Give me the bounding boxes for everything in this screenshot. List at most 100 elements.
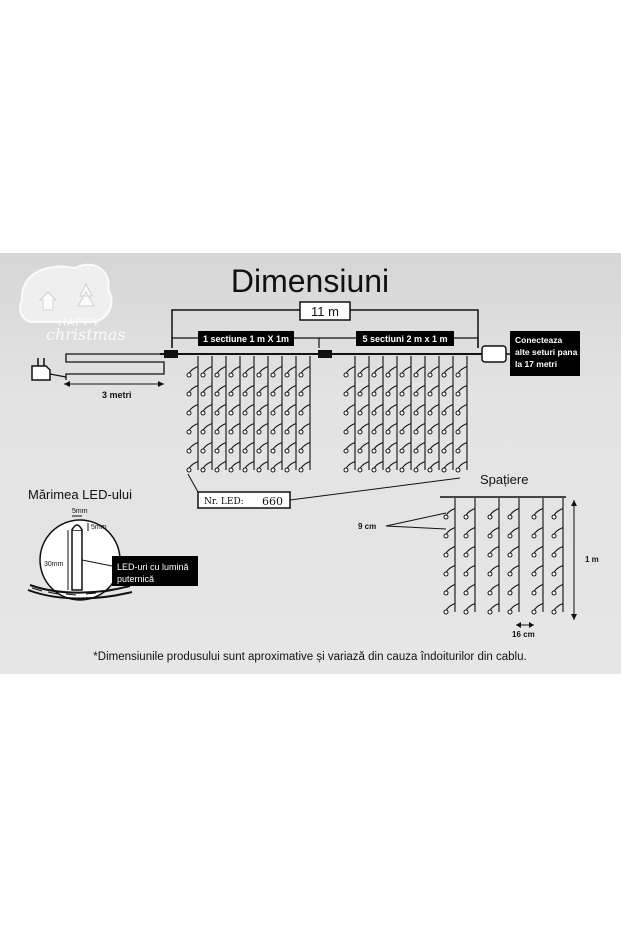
spacing-strand-3	[489, 498, 500, 613]
strand-right-bulb	[441, 467, 447, 473]
spacing-strand-bulb	[507, 609, 513, 615]
power-cable	[31, 353, 165, 381]
strand-left-bulb	[228, 372, 234, 378]
strand-right-bulb	[427, 410, 433, 416]
cable-connector-left	[164, 350, 178, 358]
cable-length-arrow	[64, 381, 164, 387]
connect-note-box	[510, 331, 580, 376]
strand-left-bulb	[242, 467, 248, 473]
spacing-strand-bulb	[551, 552, 557, 558]
led-size-illustration	[27, 515, 133, 601]
spacing-strand-gap: 16 cm	[512, 630, 535, 639]
strand-right-bulb	[343, 391, 349, 397]
strand-left-bulb	[228, 467, 234, 473]
spacing-strand-bulb	[487, 552, 493, 558]
strand-left-bulb	[270, 448, 276, 454]
strand-right-bulb	[413, 429, 419, 435]
strand-left-8	[286, 356, 297, 471]
spacing-strand-bulb	[487, 590, 493, 596]
spacing-strand-4	[509, 498, 520, 613]
section-right-label: 5 sectiuni 2 m x 1 m	[362, 334, 447, 344]
strand-right-7	[429, 356, 440, 471]
section-right-box	[356, 331, 454, 346]
strand-left-bulb	[284, 429, 290, 435]
spacing-strand-1	[445, 498, 456, 613]
strand-right-4	[387, 356, 398, 471]
spacing-strand-bulb	[531, 571, 537, 577]
strand-left-bulb	[186, 448, 192, 454]
strand-right-bulb	[427, 467, 433, 473]
strand-right-bulb	[427, 429, 433, 435]
strand-left-2	[202, 356, 213, 471]
strand-right-bulb	[399, 372, 405, 378]
spacing-strand-bulb	[551, 533, 557, 539]
strand-left-1	[188, 356, 199, 471]
strand-left-4	[230, 356, 241, 471]
strand-right-bulb	[441, 448, 447, 454]
spacing-strand-bulb	[463, 590, 469, 596]
strand-right-bulb	[371, 467, 377, 473]
strand-right-bulb	[455, 372, 461, 378]
strand-right-bulb	[357, 448, 363, 454]
strand-left-bulb	[186, 372, 192, 378]
spacing-strand-bulb	[507, 533, 513, 539]
strand-right-bulb	[427, 372, 433, 378]
strand-left-bulb	[298, 467, 304, 473]
strand-right-bulb	[399, 410, 405, 416]
strand-gap-arrow	[516, 622, 534, 628]
strand-right-bulb	[455, 391, 461, 397]
strand-left-bulb	[228, 429, 234, 435]
strand-left-bulb	[214, 467, 220, 473]
strand-left-bulb	[270, 429, 276, 435]
spacing-drop-gap: 9 cm	[358, 522, 376, 531]
strand-right-bulb	[399, 429, 405, 435]
strand-right-bulb	[399, 391, 405, 397]
spacing-strand-bulb	[507, 552, 513, 558]
strand-right-bulb	[343, 372, 349, 378]
strand-left-bulb	[228, 410, 234, 416]
strand-right-bulb	[357, 410, 363, 416]
christmas-logo-icon: HAPPY christmas	[19, 263, 126, 344]
strand-left-bulb	[214, 410, 220, 416]
led-size-width: 5mm	[72, 508, 88, 515]
spacing-strands	[443, 498, 564, 615]
strand-left-bulb	[284, 467, 290, 473]
spacing-strand-bulb	[487, 571, 493, 577]
spacing-strand-bulb	[531, 609, 537, 615]
spacing-strand-bulb	[531, 533, 537, 539]
cable-length-label: 3 metri	[102, 390, 132, 400]
strand-right-bulb	[343, 448, 349, 454]
curtain-strands-right	[343, 356, 468, 473]
strand-left-bulb	[256, 429, 262, 435]
spacing-strand-bulb	[551, 514, 557, 520]
strand-left-bulb	[200, 429, 206, 435]
spacing-strand-bulb	[443, 514, 449, 520]
spacing-strand-6	[553, 498, 564, 613]
strand-left-bulb	[284, 410, 290, 416]
strand-left-bulb	[186, 391, 192, 397]
strand-right-bulb	[343, 429, 349, 435]
curtain-strands-left	[186, 356, 311, 473]
strand-right-bulb	[427, 448, 433, 454]
strand-left-bulb	[256, 410, 262, 416]
strand-left-bulb	[284, 448, 290, 454]
strand-right-6	[415, 356, 426, 471]
spacing-strand-bulb	[443, 590, 449, 596]
strand-left-bulb	[242, 391, 248, 397]
strand-left-bulb	[284, 391, 290, 397]
footnote: *Dimensiunile produsului sunt aproximati…	[93, 651, 526, 663]
strand-right-bulb	[371, 372, 377, 378]
strand-right-bulb	[357, 372, 363, 378]
strand-right-bulb	[357, 429, 363, 435]
strand-left-bulb	[242, 410, 248, 416]
strand-right-bulb	[441, 410, 447, 416]
spacing-strand-bulb	[443, 571, 449, 577]
spacing-strand-bulb	[487, 514, 493, 520]
strand-left-7	[272, 356, 283, 471]
spacing-height: 1 m	[585, 555, 599, 564]
strand-left-3	[216, 356, 227, 471]
spacing-strand-bulb	[531, 590, 537, 596]
strand-right-3	[373, 356, 384, 471]
spacing-strand-bulb	[551, 590, 557, 596]
